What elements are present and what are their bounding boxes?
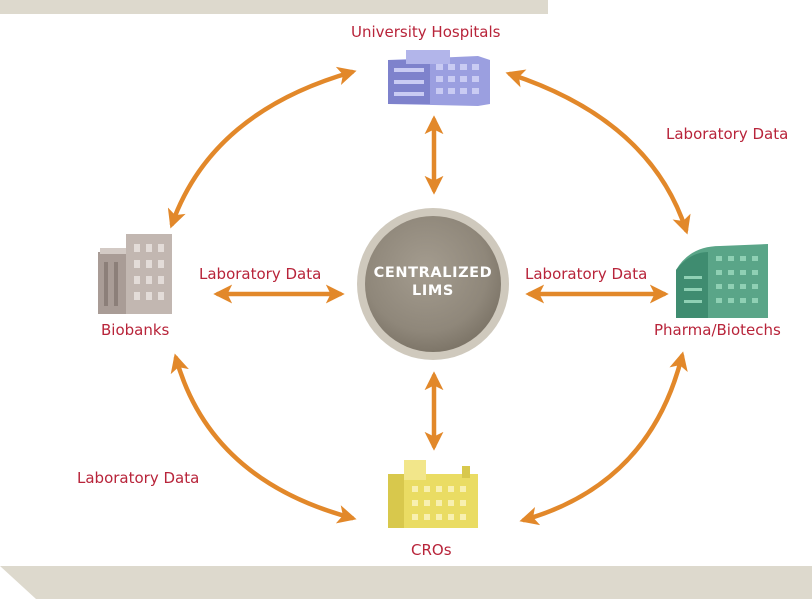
edge-label-right: Laboratory Data [525,265,648,283]
lims-hub-title: CENTRALIZED LIMS [360,264,506,300]
edge-label-top-right: Laboratory Data [666,125,789,143]
arrow-hospitals-biobanks [167,66,357,229]
node-label-hospitals: University Hospitals [351,23,501,41]
arrow-biobanks-cros [170,353,357,524]
factory-building-icon [388,460,478,528]
pharma-building-icon [676,244,768,318]
arrow-pharma-cros [519,351,688,526]
biobank-building-icon [98,234,172,314]
edge-label-bottom-left: Laboratory Data [77,469,200,487]
node-label-biobanks: Biobanks [101,321,170,339]
lims-hub [365,216,501,352]
hospital-building-icon [388,50,490,106]
lims-hub-line1: CENTRALIZED [373,265,493,281]
arrow-hospitals-pharma [505,69,691,235]
node-label-cros: CROs [411,541,452,559]
edge-label-left: Laboratory Data [199,265,322,283]
node-label-pharma: Pharma/Biotechs [654,321,781,339]
lims-hub-line2: LIMS [412,283,454,299]
top-banner [0,0,548,14]
bottom-banner [0,566,812,599]
